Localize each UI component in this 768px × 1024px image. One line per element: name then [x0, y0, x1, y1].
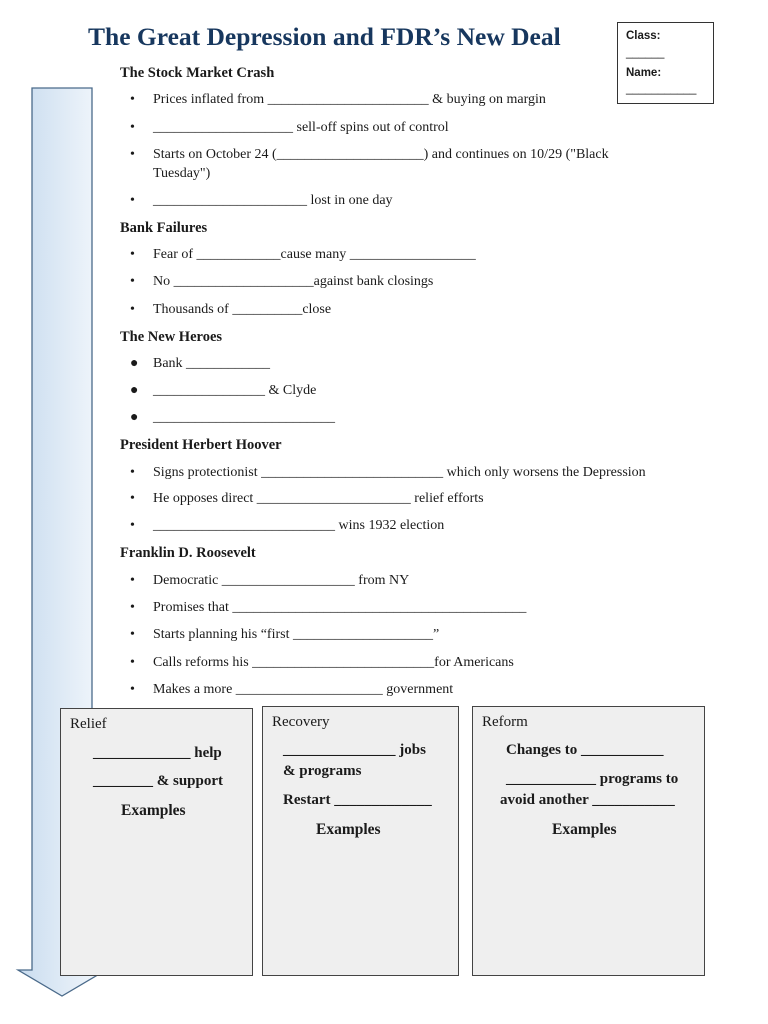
bullet-icon: •	[130, 573, 135, 588]
page-title: The Great Depression and FDR’s New Deal	[88, 22, 561, 51]
bullet-icon: •	[130, 465, 135, 480]
bullet-icon: •	[130, 682, 135, 697]
name-label: Name:	[626, 67, 662, 79]
relief-examples-label: Examples	[121, 802, 186, 819]
reform-line-2: ____________ programs to	[506, 771, 679, 787]
bullet-icon: •	[130, 491, 135, 506]
bullet-icon: •	[130, 518, 135, 533]
bullet-icon: ●	[130, 356, 139, 371]
reform-line-3: avoid another ___________	[500, 792, 675, 808]
bullet-icon: •	[130, 627, 135, 642]
class-label: Class:	[626, 30, 661, 42]
reform-line-1: Changes to ___________	[506, 742, 664, 758]
relief-line-1: _____________ help	[93, 745, 222, 761]
recovery-line-2: & programs	[283, 763, 362, 779]
bullet-icon: •	[130, 147, 135, 162]
section-heading: President Herbert Hoover	[120, 437, 282, 453]
bullet-icon: •	[130, 92, 135, 107]
recovery-box: Recovery _______________ jobs & programs…	[262, 706, 459, 976]
section-heading: Bank Failures	[120, 220, 208, 236]
bullet-icon: ●	[130, 383, 139, 398]
recovery-line-1: _______________ jobs	[283, 742, 426, 758]
name-blank: ___________	[626, 83, 697, 95]
class-blank: ______	[626, 47, 665, 59]
bullet-icon: •	[130, 247, 135, 262]
section-heading: The New Heroes	[120, 329, 223, 345]
section-heading: The Stock Market Crash	[120, 65, 275, 81]
bullet-icon: •	[130, 655, 135, 670]
bullet-icon: •	[130, 274, 135, 289]
bullet-icon: •	[130, 600, 135, 615]
relief-box: Relief _____________ help ________ & sup…	[60, 708, 253, 976]
reform-box: Reform Changes to ___________ __________…	[472, 706, 705, 976]
class-name-box: Class: ______ Name: ___________	[617, 22, 714, 104]
recovery-line-3: Restart _____________	[283, 792, 432, 808]
reform-heading: Reform	[482, 714, 528, 730]
relief-line-2: ________ & support	[93, 773, 224, 789]
bullet-icon: •	[130, 120, 135, 135]
relief-heading: Relief	[70, 716, 107, 732]
section-heading: Franklin D. Roosevelt	[120, 545, 256, 561]
bullet-icon: •	[130, 302, 135, 317]
recovery-examples-label: Examples	[316, 821, 381, 838]
bullet-icon: ●	[130, 410, 139, 425]
reform-examples-label: Examples	[552, 821, 617, 838]
recovery-heading: Recovery	[272, 714, 330, 730]
bullet-icon: •	[130, 193, 135, 208]
